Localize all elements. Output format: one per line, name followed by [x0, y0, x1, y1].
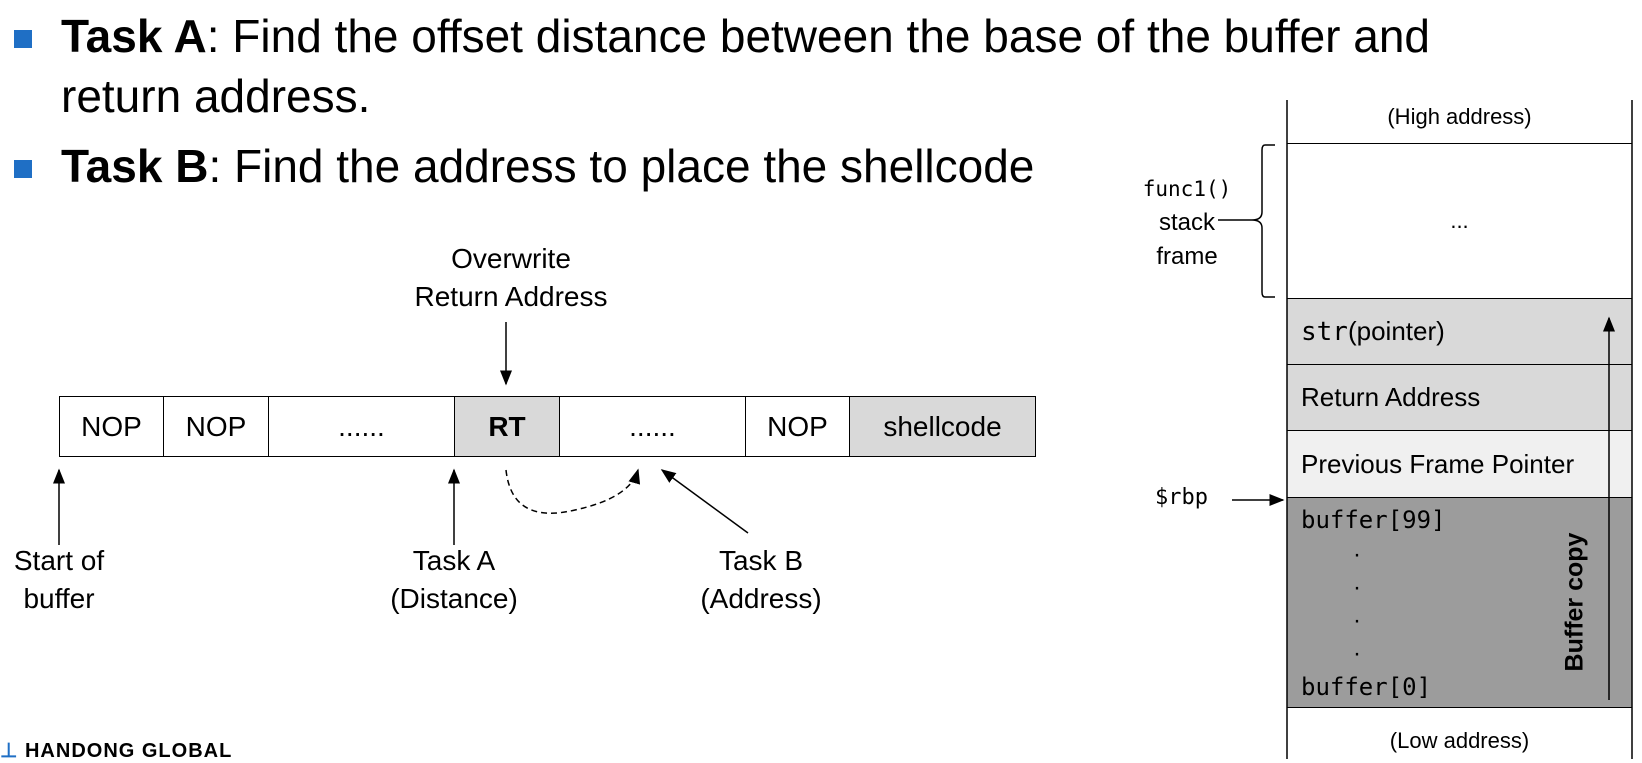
bullet-task-b: Task B: Find the address to place the sh… [61, 140, 1035, 192]
stack-high-address: (High address) [1387, 104, 1532, 129]
jump-dashed-arrow [505, 468, 641, 514]
payload-cell: NOP [745, 396, 850, 457]
bullet-marker [14, 30, 32, 48]
payload-cell: ...... [268, 396, 455, 457]
stack-return-address: Return Address [1287, 364, 1632, 430]
payload-cell: NOP [163, 396, 269, 457]
task-b-label: Task B(Address) [700, 545, 822, 614]
payload-cell-rt: RT [454, 396, 560, 457]
stack-str-pointer: str (pointer) [1287, 298, 1632, 364]
stack-func1-frame: ... [1287, 143, 1632, 298]
payload-cell: NOP [59, 396, 164, 457]
bullet-task-a-cont: return address. [61, 70, 371, 122]
stack-buffer: buffer[99] ···· buffer[0] [1287, 497, 1632, 708]
frame-brace [1251, 144, 1275, 298]
rbp-label: $rbp [1155, 485, 1208, 510]
handong-logo: ⊥ HANDONG GLOBAL [0, 740, 233, 762]
bullet-task-a: Task A: Find the offset distance between… [61, 10, 1431, 62]
task-a-label: Task A(Distance) [390, 545, 518, 614]
bullet-marker [14, 160, 32, 178]
task-b-arrow [660, 469, 749, 534]
stack-low-address: (Low address) [1389, 728, 1530, 753]
stack-previous-frame-pointer: Previous Frame Pointer [1287, 430, 1632, 497]
payload-cell: ...... [559, 396, 746, 457]
payload-cell-shellcode: shellcode [849, 396, 1036, 457]
